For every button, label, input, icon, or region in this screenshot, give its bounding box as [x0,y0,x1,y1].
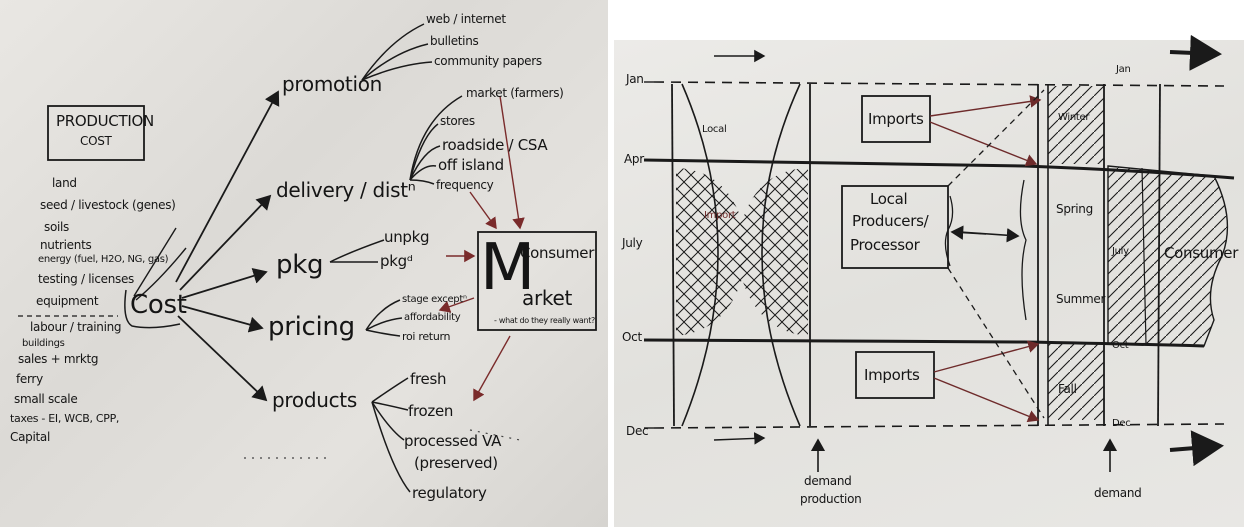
right-month-label: Dec [1112,418,1131,429]
input-item: nutrients [40,238,92,252]
input-item: taxes - EI, WCB, CPP, [10,412,120,425]
delivery-item: stores [440,114,475,128]
market-note: - what do they really want? [494,316,596,325]
demand-label: demand [804,474,852,488]
market-consumer: Consumer [520,244,595,262]
input-item: testing / licenses [38,272,135,286]
production-cost-subtitle: COST [80,134,112,148]
month-label: Oct [622,330,642,344]
month-label: Apr [624,152,644,166]
market-big-m: M [480,231,535,305]
producers-label: Local [870,190,908,208]
branch-pkg: pkg [276,250,324,280]
input-item: land [52,176,77,190]
producers-label: Producers/ [852,212,929,230]
input-item: equipment [36,294,99,308]
promotion-item: web / internet [426,12,506,26]
right-month-label: Oct [1112,340,1129,351]
season-label: Fall [1058,382,1077,396]
input-item: ferry [16,372,43,386]
pricing-item: stage exceptⁿ [402,294,467,305]
market-label: arket [522,286,572,310]
pkg-item: unpkg [384,228,430,246]
delivery-item: roadside / CSA [442,136,548,154]
right-month-label: Jan [1116,64,1131,75]
delivery-item: off island [438,156,504,174]
left-sketch-lines [18,23,597,493]
season-label: Winter [1058,112,1090,123]
input-item: energy (fuel, H2O, NG, gas) [38,254,169,265]
product-item: (preserved) [414,454,498,472]
cost-node: Cost [130,290,187,320]
pricing-item: affordability [404,312,461,323]
pricing-item: roi return [402,330,451,343]
branch-pricing: pricing [268,312,355,342]
demand-right-label: demand [1094,486,1142,500]
import-label: Import [704,210,736,221]
right-sketch-panel: Jan Apr July Oct Dec Local Import Import… [614,0,1244,527]
left-sketch-panel: PRODUCTION COST land seed / livestock (g… [0,0,608,527]
right-sketch-lines [643,34,1235,472]
imports-bottom-label: Imports [864,366,920,384]
input-item: buildings [22,338,65,349]
product-item: frozen [408,402,454,420]
month-label: July [622,236,643,250]
season-label: Spring [1056,202,1093,216]
delivery-item: frequency [436,178,494,192]
season-label: Summer [1056,292,1106,306]
product-item: fresh [410,370,447,388]
consumer-label: Consumer [1164,244,1239,262]
input-item: labour / training [30,320,122,334]
input-item: small scale [14,392,78,406]
branch-promotion: promotion [282,72,383,96]
month-label: Dec [626,424,649,438]
branch-delivery: delivery / distⁿ [276,178,416,202]
input-item: soils [44,220,70,234]
input-item: seed / livestock (genes) [40,198,176,212]
product-item: regulatory [412,484,487,502]
production-label: production [800,492,862,506]
producers-label: Processor [850,236,920,254]
production-cost-title: PRODUCTION [56,112,154,130]
imports-top-label: Imports [868,110,924,128]
promotion-item: bulletins [430,34,479,48]
branch-products: products [272,388,357,412]
promotion-item: community papers [434,54,542,68]
right-month-label: July [1112,246,1129,257]
product-item: processed VA [404,432,502,450]
month-label: Jan [626,72,644,86]
input-item: Capital [10,430,50,444]
local-label: Local [702,124,727,135]
pkg-item: pkgᵈ [380,252,413,270]
delivery-item: market (farmers) [466,86,564,100]
input-item: sales + mrktg [18,352,99,366]
